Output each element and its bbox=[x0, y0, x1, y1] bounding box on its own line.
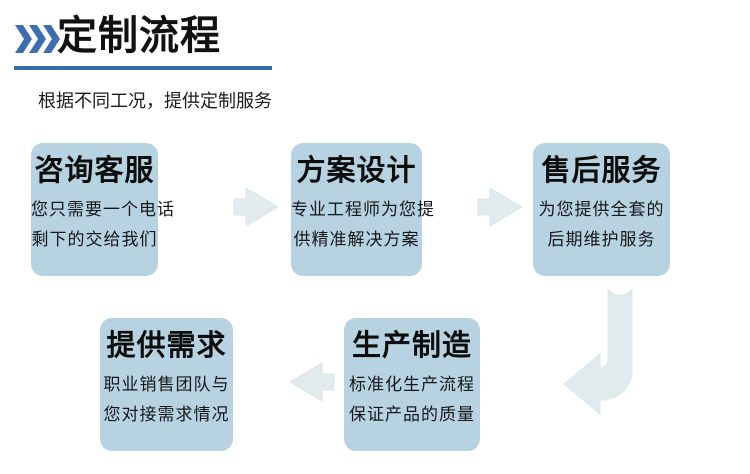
step-card-title: 方案设计 bbox=[296, 155, 417, 187]
step-card-body-line: 职业销售团队与 bbox=[103, 375, 230, 394]
step-card-body-line: 为您提供全套的 bbox=[538, 200, 665, 219]
arrow-right-icon bbox=[476, 183, 524, 231]
title-underline-rule bbox=[14, 66, 272, 70]
step-card-body-line: 您只需要一个电话 bbox=[31, 200, 175, 219]
step-card-body-line: 剩下的交给我们 bbox=[31, 230, 158, 249]
step-card-body-line: 后期维护服务 bbox=[547, 230, 656, 249]
step-card-body-line: 供精准解决方案 bbox=[293, 230, 420, 249]
step-card-body-line: 保证产品的质量 bbox=[349, 405, 475, 424]
step-card-body: 职业销售团队与 您对接需求情况 bbox=[100, 370, 233, 430]
step-card-title: 生产制造 bbox=[351, 330, 472, 362]
step-card-body: 专业工程师为您提 供精准解决方案 bbox=[291, 195, 435, 255]
step-card-body-line: 专业工程师为您提 bbox=[291, 200, 435, 219]
step-card-title: 售后服务 bbox=[541, 155, 662, 187]
arrow-left-icon bbox=[288, 358, 336, 406]
page-subtitle: 根据不同工况，提供定制服务 bbox=[38, 91, 272, 111]
step-card-body-line: 标准化生产流程 bbox=[349, 375, 475, 394]
step-card-requirements[interactable]: 提供需求 职业销售团队与 您对接需求情况 bbox=[100, 318, 233, 451]
triple-chevron-right-icon bbox=[14, 22, 60, 56]
step-card-design[interactable]: 方案设计 专业工程师为您提 供精准解决方案 bbox=[291, 143, 435, 276]
step-card-consult[interactable]: 咨询客服 您只需要一个电话 剩下的交给我们 bbox=[31, 143, 175, 276]
step-card-body: 您只需要一个电话 剩下的交给我们 bbox=[31, 195, 175, 255]
page-title: 定制流程 bbox=[57, 14, 221, 58]
step-card-title: 提供需求 bbox=[106, 330, 227, 362]
step-card-body: 为您提供全套的 后期维护服务 bbox=[533, 195, 670, 255]
arrow-elbow-down-left-icon bbox=[562, 288, 680, 420]
section-header: 定制流程 根据不同工况，提供定制服务 bbox=[0, 0, 750, 111]
arrow-right-icon bbox=[232, 183, 280, 231]
step-card-body-line: 您对接需求情况 bbox=[103, 405, 230, 424]
step-card-aftersales[interactable]: 售后服务 为您提供全套的 后期维护服务 bbox=[533, 143, 670, 276]
step-card-title: 咨询客服 bbox=[34, 155, 155, 187]
step-card-body: 标准化生产流程 保证产品的质量 bbox=[344, 370, 480, 430]
step-card-manufacture[interactable]: 生产制造 标准化生产流程 保证产品的质量 bbox=[344, 318, 480, 451]
